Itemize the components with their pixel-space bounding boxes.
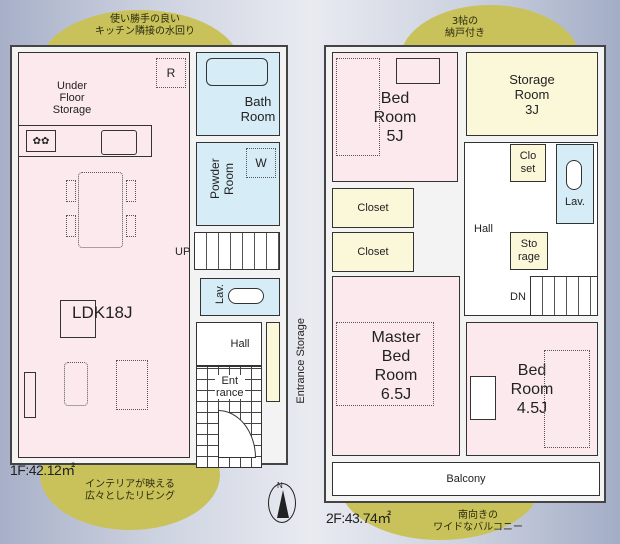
dining-chair: [126, 215, 136, 237]
entrance-storage-label: Entrance Storage: [295, 318, 307, 404]
closet-label: Closet: [357, 201, 389, 214]
dn-label: DN: [510, 291, 526, 303]
balcony: Balcony: [332, 462, 600, 496]
dining-chair: [66, 215, 76, 237]
hall-2f-label: Hall: [474, 223, 493, 235]
compass-label: N: [277, 481, 283, 490]
label-line: Room: [514, 86, 550, 102]
callout-2f-top: 3帖の 納戸付き: [415, 16, 515, 40]
powder-room: [196, 142, 280, 226]
clo-set: Clo set: [510, 144, 546, 182]
fridge-space: R: [156, 58, 186, 88]
label-line: Ent: [221, 375, 239, 387]
washer-label: W: [255, 156, 267, 170]
stairs-2f: [530, 276, 598, 316]
bed: [544, 350, 590, 448]
closet-1: Closet: [332, 188, 414, 228]
dining-table: [78, 172, 123, 248]
stairs-1f: [194, 232, 280, 270]
floor-2-area: 2F:43.74㎡: [326, 510, 391, 526]
master-bed-room: Master Bed Room 6.5J: [332, 276, 460, 456]
callout-line: 南向きの: [458, 510, 498, 521]
bed: [336, 322, 434, 406]
sink-icon: [101, 130, 137, 155]
label-line: rage: [517, 251, 541, 263]
callout-line: 使い勝手の良い: [110, 14, 180, 25]
label-line: 6.5J: [380, 386, 412, 403]
compass-arrow: [277, 490, 289, 518]
fridge-label: R: [166, 66, 176, 80]
bath-room: Bath Room: [196, 52, 280, 136]
desk: [470, 376, 496, 420]
label-line: Sto: [520, 238, 538, 250]
bathtub: [206, 58, 268, 86]
entrance-storage-box: [266, 322, 280, 402]
closet-label: Closet: [357, 245, 389, 258]
tv-stand: [60, 300, 96, 338]
label-line: Clo: [519, 150, 537, 162]
compass-icon: [268, 483, 296, 523]
hall-1f: Hall: [196, 322, 262, 366]
label-line: 5J: [386, 127, 404, 145]
desk: [396, 58, 440, 84]
sofa: [64, 362, 88, 406]
label-line: Room: [374, 367, 418, 384]
callout-1f-bottom: インテリアが映える 広々としたリビング: [60, 479, 200, 503]
label-line: Floor: [59, 92, 85, 104]
closet-2: Closet: [332, 232, 414, 272]
balcony-label: Balcony: [446, 472, 486, 485]
callout-line: キッチン隣接の水回り: [95, 26, 195, 37]
label-line: Room: [240, 109, 276, 124]
label-line: Bed: [517, 361, 547, 379]
floor-1-area: 1F:42.12㎡: [10, 462, 75, 478]
label-line: Under: [57, 80, 87, 92]
toilet-icon: [228, 288, 264, 304]
dining-chair: [66, 180, 76, 202]
hall-label: Hall: [230, 337, 250, 350]
label-line: Storage: [509, 71, 555, 87]
callout-2f-bottom: 南向きの ワイドなバルコニー: [418, 510, 538, 534]
armchair: [116, 360, 148, 410]
callout-line: インテリアが映える: [85, 479, 175, 490]
ldk-room: [18, 52, 190, 458]
label-line: 4.5J: [516, 399, 548, 417]
label-line: Room: [510, 380, 554, 398]
lav-label: Lav.: [214, 284, 226, 304]
storage-room: Storage Room 3J: [466, 52, 598, 136]
bed: [336, 58, 380, 156]
label-line: Bath: [244, 94, 272, 109]
callout-line: 納戸付き: [445, 28, 485, 39]
label-line: Master: [371, 329, 421, 346]
label-line: Bed: [381, 348, 411, 365]
label-line: Storage: [52, 104, 92, 116]
toilet-icon: [566, 160, 582, 190]
bed-room-5j: Bed Room 5J: [332, 52, 458, 182]
label-line: Room: [373, 108, 417, 126]
stove-icon: ✿✿: [26, 130, 56, 152]
label-line: rance: [216, 387, 244, 399]
ldk-label: LDK18J: [72, 303, 133, 322]
label-line: set: [520, 163, 536, 175]
dining-chair: [126, 180, 136, 202]
label-line: Bed: [380, 89, 410, 107]
callout-1f-top: 使い勝手の良い キッチン隣接の水回り: [60, 14, 230, 38]
up-label: UP: [175, 246, 191, 258]
callout-line: ワイドなバルコニー: [433, 522, 523, 533]
storage-2f: Sto rage: [510, 232, 548, 270]
callout-line: 3帖の: [451, 16, 479, 27]
lav-label: Lav.: [565, 195, 585, 208]
under-floor-storage-label: Under Floor Storage: [44, 80, 100, 116]
callout-line: 広々としたリビング: [85, 491, 175, 502]
label-line: 3J: [525, 101, 539, 117]
washer-space: W: [246, 148, 276, 178]
powder-room-label: Powder Room: [208, 158, 236, 200]
entrance-label: Ent rance: [215, 375, 245, 399]
tv-unit: [24, 372, 36, 418]
